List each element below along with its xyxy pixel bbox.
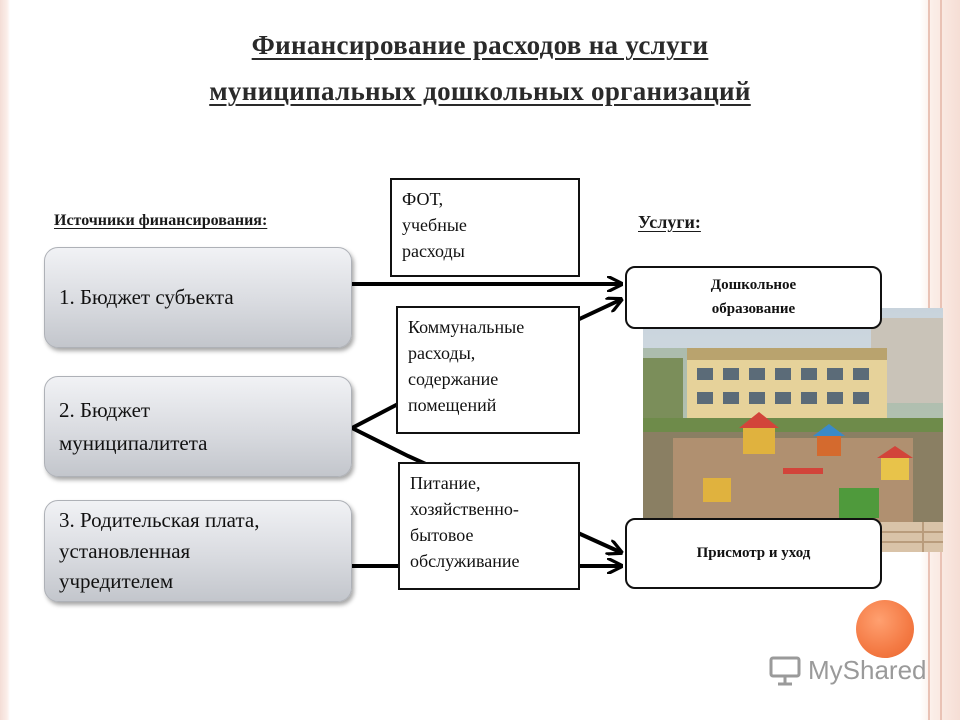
expense-line: расходы [402,241,465,262]
service-preschool-education: Дошкольное образование [625,266,882,329]
slide-title-line-2: муниципальных дошкольных организаций [209,76,751,106]
expense-line: содержание [408,369,499,390]
source-parent-fee-text: 3. Родительская плата, установленная учр… [59,505,259,596]
decorative-orange-circle [856,600,914,658]
expense-line: обслуживание [410,551,520,572]
source-line: 1. Бюджет субъекта [59,284,234,309]
source-line: установленная [59,538,191,563]
source-budget-subject: 1. Бюджет субъекта [44,247,352,348]
kindergarten-photo [643,308,943,552]
source-line: 3. Родительская плата, [59,508,260,533]
watermark: MyShared [768,654,927,686]
presentation-board-icon [769,656,801,686]
left-page-edge [0,0,10,720]
source-line: муниципалитета [59,430,208,455]
source-parent-fee: 3. Родительская плата, установленная учр… [44,500,352,602]
expense-line: бытовое [410,525,474,546]
service-line: Дошкольное [710,277,797,294]
sources-heading: Источники финансирования: [54,212,268,229]
expense-line: хозяйственно- [410,499,519,520]
service-line: Присмотр и уход [696,544,811,561]
source-line: учредителем [59,569,174,594]
source-budget-subject-text: 1. Бюджет субъекта [59,282,234,314]
expense-line: Коммунальные [408,317,525,337]
service-supervision-care: Присмотр и уход [625,518,882,589]
services-heading: Услуги: [638,212,701,232]
watermark-text: MyShared [808,654,927,685]
kindergarten-illustration [643,308,943,552]
expense-line: расходы, [408,343,476,364]
expense-utilities-maintenance: Коммунальные расходы, содержание помещен… [396,306,580,434]
source-budget-municipal-text: 2. Бюджет муниципалитета [59,394,207,459]
expense-food-household: Питание, хозяйственно- бытовое обслужива… [398,462,580,590]
expense-line: помещений [408,395,497,416]
expense-line: Питание, [410,473,481,493]
expense-payroll-education: ФОТ, учебные расходы [390,178,580,277]
expense-line: ФОТ, [402,189,444,209]
source-budget-municipal: 2. Бюджет муниципалитета [44,376,352,477]
expense-line: учебные [402,215,467,236]
source-line: 2. Бюджет [59,397,151,422]
service-line: образование [711,300,796,317]
slide-title-line-1: Финансирование расходов на услуги [251,30,709,60]
